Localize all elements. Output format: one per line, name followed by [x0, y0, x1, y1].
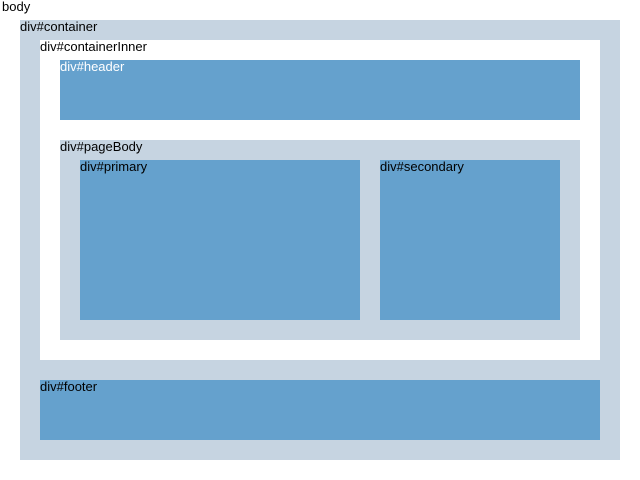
page-body-label: div#pageBody	[60, 139, 143, 154]
header-label: div#header	[60, 59, 125, 74]
footer-box: div#footer	[40, 380, 600, 440]
container-inner-box: div#containerInner div#header div#pageBo…	[40, 40, 600, 360]
secondary-label: div#secondary	[380, 159, 464, 174]
primary-label: div#primary	[80, 159, 148, 174]
container-box: div#container div#containerInner div#hea…	[20, 20, 620, 460]
container-inner-label: div#containerInner	[40, 39, 147, 54]
header-box: div#header	[60, 60, 580, 120]
body-label: body	[2, 0, 31, 14]
footer-label: div#footer	[40, 379, 98, 394]
page-body-box: div#pageBody div#primary div#secondary	[60, 140, 580, 340]
primary-box: div#primary	[80, 160, 360, 320]
secondary-box: div#secondary	[380, 160, 560, 320]
container-label: div#container	[20, 19, 98, 34]
